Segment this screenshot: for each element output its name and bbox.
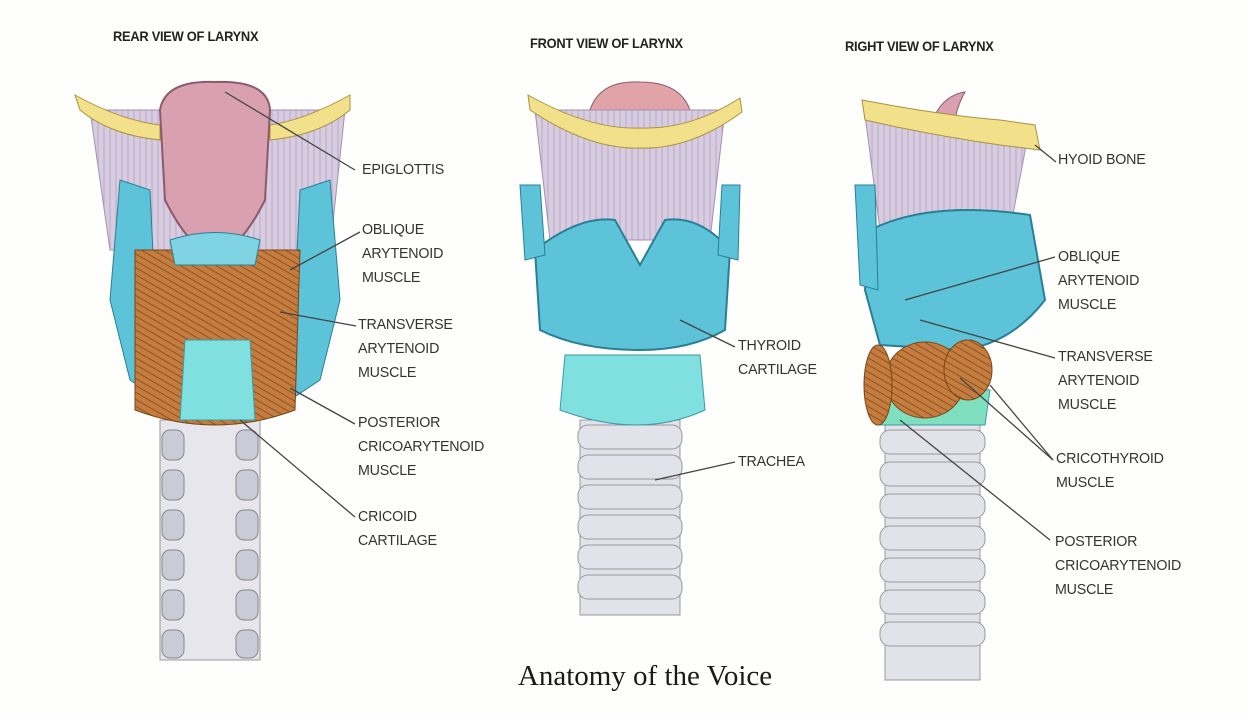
thyroid-horn — [854, 184, 879, 291]
front-view-title: FRONT VIEW OF LARYNX — [530, 35, 683, 51]
epiglottis — [589, 81, 691, 111]
hyoid-bone — [527, 94, 743, 149]
thyroid-cartilage — [533, 218, 732, 352]
trachea — [159, 419, 261, 661]
hyoid-bone — [861, 99, 1041, 151]
cricothyroid-muscle-2 — [943, 339, 993, 401]
leader-lines — [224, 91, 1057, 541]
cricoid-cartilage — [179, 339, 256, 421]
posterior-muscle — [134, 249, 301, 426]
posterior-muscle — [863, 344, 893, 426]
right-view-title: RIGHT VIEW OF LARYNX — [845, 38, 994, 54]
cricoid-cartilage — [559, 354, 706, 426]
trachea — [577, 419, 683, 616]
rear-view-title: REAR VIEW OF LARYNX — [113, 28, 259, 44]
trachea — [879, 414, 986, 681]
label-trachea: TRACHEA — [738, 453, 805, 470]
label-epiglottis: EPIGLOTTIS — [362, 161, 445, 178]
front-view-illustration — [519, 81, 743, 616]
right-view-illustration — [854, 91, 1047, 681]
diagram-caption: Anatomy of the Voice — [517, 660, 773, 692]
label-hyoid-bone: HYOID BONE — [1058, 151, 1146, 168]
rear-view-illustration — [74, 80, 351, 661]
arytenoid — [169, 232, 261, 266]
thyroid-cartilage — [863, 209, 1047, 352]
thyroid-horns — [519, 184, 741, 261]
hyoid-bone — [74, 93, 351, 141]
